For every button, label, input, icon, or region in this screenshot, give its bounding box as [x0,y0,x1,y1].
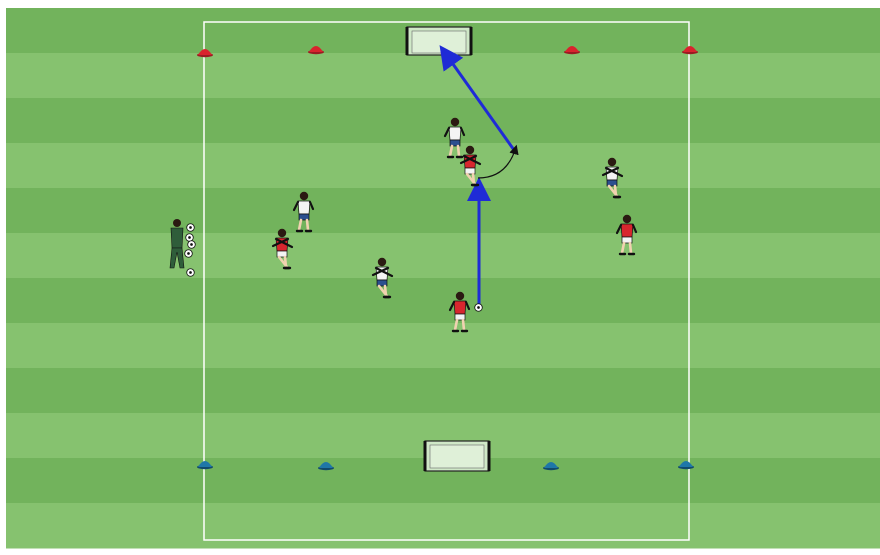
grass-stripe [6,368,880,414]
grass-stripe [6,503,880,549]
grass-stripe [6,143,880,189]
ball-icon [475,304,483,312]
grass-stripe [6,323,880,369]
ball-icon [188,241,196,249]
grass-stripe [6,98,880,144]
ball-icon [187,224,195,232]
ball-icon [186,234,194,242]
ball-icon [187,269,195,277]
grass-stripe [6,233,880,279]
grass-stripe [6,278,880,324]
goal-icon [407,27,471,55]
grass-stripe [6,53,880,99]
goal-icon [425,441,489,471]
grass-stripe [6,188,880,234]
ball-icon [185,250,193,258]
